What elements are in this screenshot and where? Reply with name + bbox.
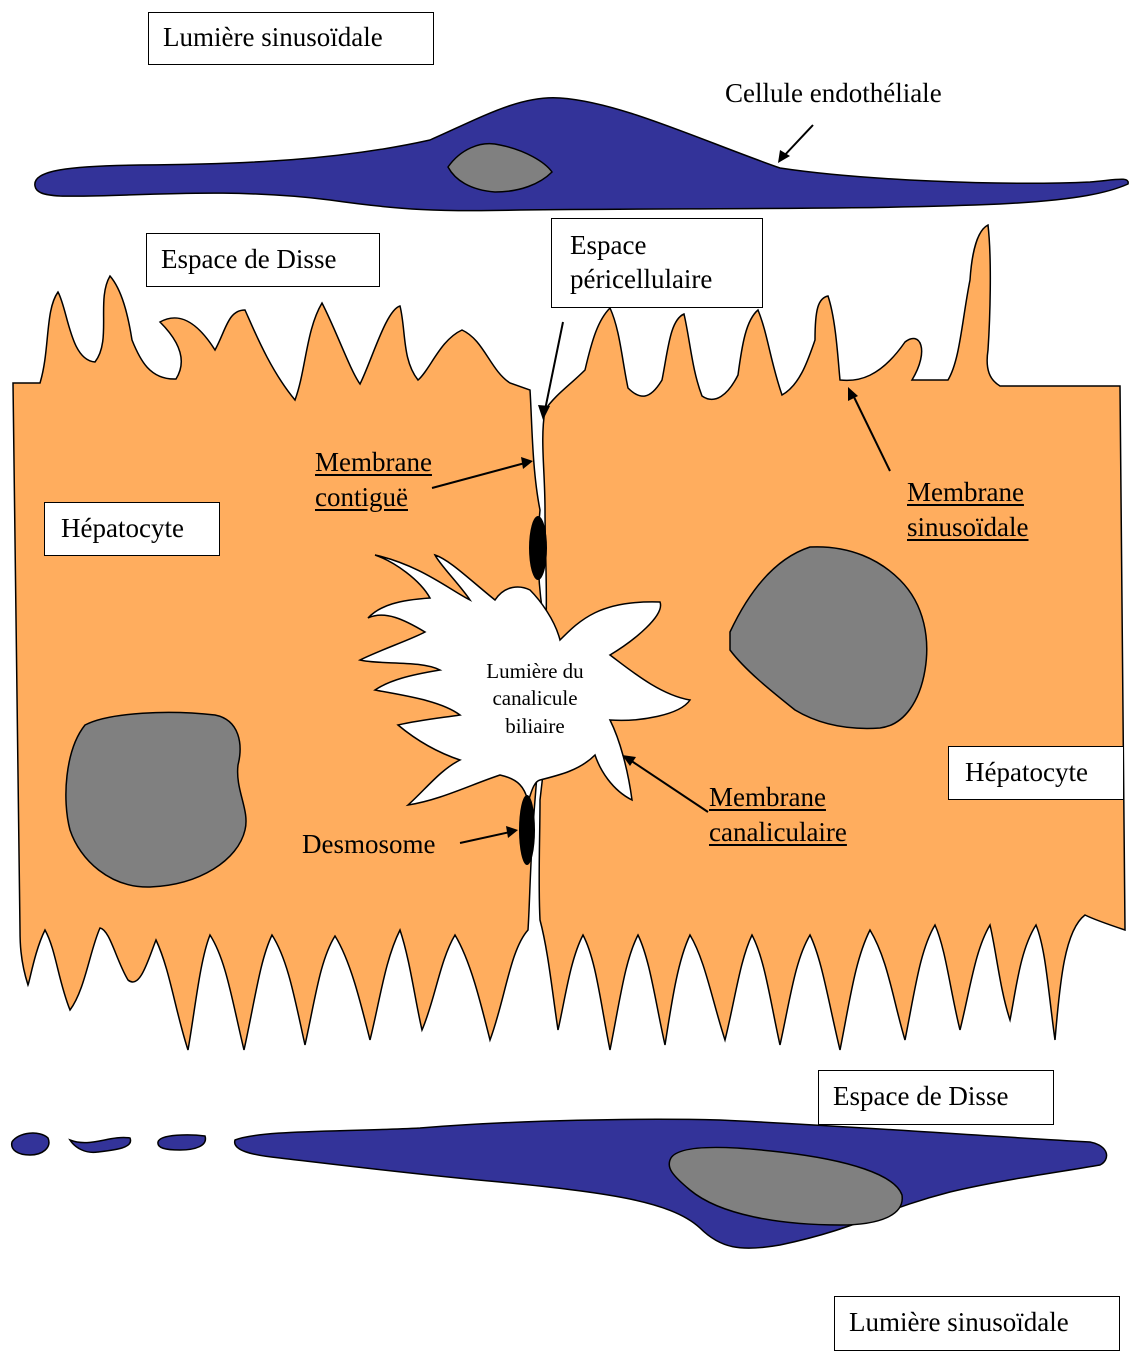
label-text-line1: Membrane [907,475,1029,510]
label-text: Lumière sinusoïdale [849,1307,1069,1337]
label-text: Lumière sinusoïdale [163,22,383,52]
label-text: Hépatocyte [61,513,184,543]
label-hepatocyte-left: Hépatocyte [44,502,220,556]
label-text: Hépatocyte [965,757,1088,787]
hepatocyte-nucleus-left [66,712,246,887]
label-text-line2: contiguë [315,480,432,515]
label-endothelial-cell: Cellule endothéliale [725,76,942,111]
endothelial-cell-bottom [235,1119,1107,1248]
label-text-line1: Espace [570,229,744,263]
label-desmosome: Desmosome [302,827,435,862]
arrow-endothelial [782,125,813,158]
label-text: Espace de Disse [161,244,336,274]
label-canalicular-membrane: Membrane canaliculaire [709,780,847,850]
label-text: Cellule endothéliale [725,78,942,108]
label-text-line2: canalicule [455,685,615,712]
label-sinusoid-lumen-top: Lumière sinusoïdale [148,12,434,65]
desmosome-junction-lower [519,795,535,865]
label-text-line2: sinusoïdale [907,510,1029,545]
label-bile-canaliculus: Lumière du canalicule biliaire [455,658,615,740]
desmosome-junction-upper [529,516,547,580]
label-text-line1: Membrane [315,445,432,480]
label-contiguous-membrane: Membrane contiguë [315,445,432,515]
label-hepatocyte-right: Hépatocyte [948,746,1124,800]
endothelial-fragment-3 [158,1135,206,1150]
label-sinusoid-lumen-bottom: Lumière sinusoïdale [834,1296,1120,1351]
label-sinusoidal-membrane: Membrane sinusoïdale [907,475,1029,545]
label-disse-space-bottom: Espace de Disse [818,1070,1054,1125]
endothelial-cell-top [35,98,1128,211]
label-text: Desmosome [302,829,435,859]
label-text-line1: Lumière du [455,658,615,685]
endothelial-fragment-2 [70,1138,131,1153]
label-text-line3: biliaire [455,713,615,740]
endothelial-fragment-1 [12,1133,49,1155]
label-text-line1: Membrane [709,780,847,815]
label-pericellular-space: Espace péricellulaire [551,218,763,308]
label-text-line2: canaliculaire [709,815,847,850]
label-disse-space-top: Espace de Disse [146,233,380,287]
label-text: Espace de Disse [833,1081,1008,1111]
label-text-line2: péricellulaire [570,263,744,297]
